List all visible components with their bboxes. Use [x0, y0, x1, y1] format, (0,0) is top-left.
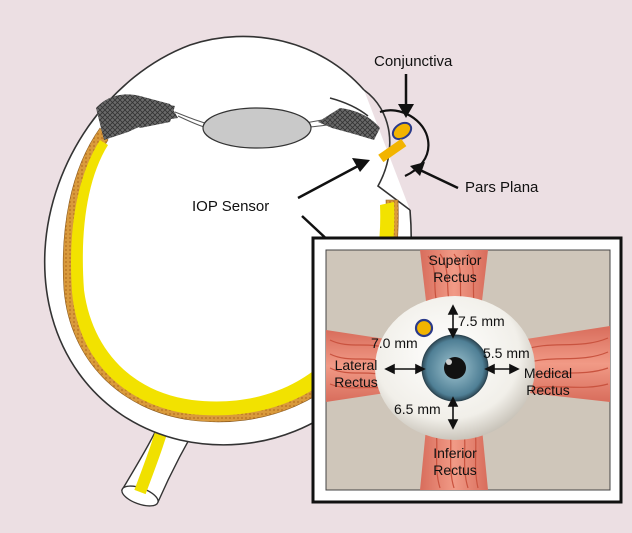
cornea	[363, 89, 411, 211]
superior-rectus-label-1: Superior	[429, 252, 482, 268]
medical-distance-label: 5.5 mm	[483, 345, 530, 361]
pars-plana-arrow	[410, 162, 459, 190]
superior-distance-label: 7.5 mm	[458, 313, 505, 329]
pars-plana-sensor	[391, 121, 413, 141]
medical-rectus-label-1: Medical	[524, 365, 572, 381]
inferior-rectus-label-1: Inferior	[433, 445, 477, 461]
conjunctiva-label: Conjunctiva	[374, 53, 453, 70]
inferior-rectus-label-2: Rectus	[433, 462, 477, 478]
lateral-rectus-label-2: Rectus	[334, 374, 378, 390]
lateral-rectus-label-1: Lateral	[335, 357, 378, 373]
frontal-iop-sensor	[414, 318, 434, 338]
iop-sensor-arrow-main	[297, 158, 370, 200]
pars-plana-label: Pars Plana	[465, 179, 539, 196]
pupil-highlight	[446, 359, 452, 365]
conjunctiva-arrow	[398, 74, 414, 118]
superior-rectus-label-2: Rectus	[433, 269, 477, 285]
distance-arrows	[384, 304, 520, 430]
iop-sensor-implant	[378, 138, 407, 163]
inferior-distance-label: 6.5 mm	[394, 401, 441, 417]
ciliary-body-inner	[118, 103, 175, 128]
iop-sensor-label: IOP Sensor	[192, 198, 269, 215]
lateral-distance-label: 7.0 mm	[371, 335, 418, 351]
lens	[202, 107, 312, 149]
medical-rectus-label-2: Rectus	[526, 382, 570, 398]
inset-frontal-view: Superior Rectus Inferior Rectus Lateral …	[311, 236, 623, 504]
ciliary-body-right	[318, 108, 380, 140]
iris-line	[329, 97, 369, 117]
